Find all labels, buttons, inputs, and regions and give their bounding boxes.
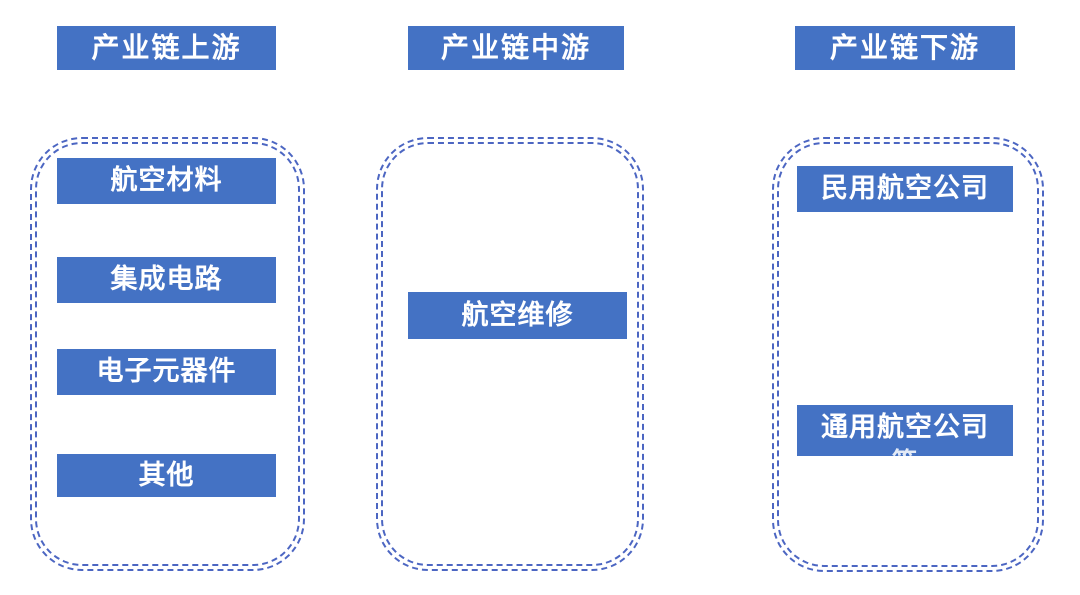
node-general-airlines-label: 通用航空公司 xyxy=(821,412,989,443)
downstream-panel xyxy=(772,137,1044,572)
node-general-airlines-clipped-text: 等 xyxy=(797,449,1013,457)
node-civil-airlines: 民用航空公司 xyxy=(797,166,1013,212)
node-integrated-circuits: 集成电路 xyxy=(57,257,276,303)
upstream-panel xyxy=(30,137,305,571)
header-upstream: 产业链上游 xyxy=(57,26,276,70)
node-general-airlines: 通用航空公司 等 xyxy=(797,405,1013,456)
node-electronic-components: 电子元器件 xyxy=(57,349,276,395)
node-aviation-materials: 航空材料 xyxy=(57,158,276,204)
header-downstream: 产业链下游 xyxy=(795,26,1015,70)
node-others: 其他 xyxy=(57,454,276,497)
header-midstream: 产业链中游 xyxy=(408,26,624,70)
midstream-panel xyxy=(376,137,644,571)
node-aviation-maintenance: 航空维修 xyxy=(408,292,627,339)
